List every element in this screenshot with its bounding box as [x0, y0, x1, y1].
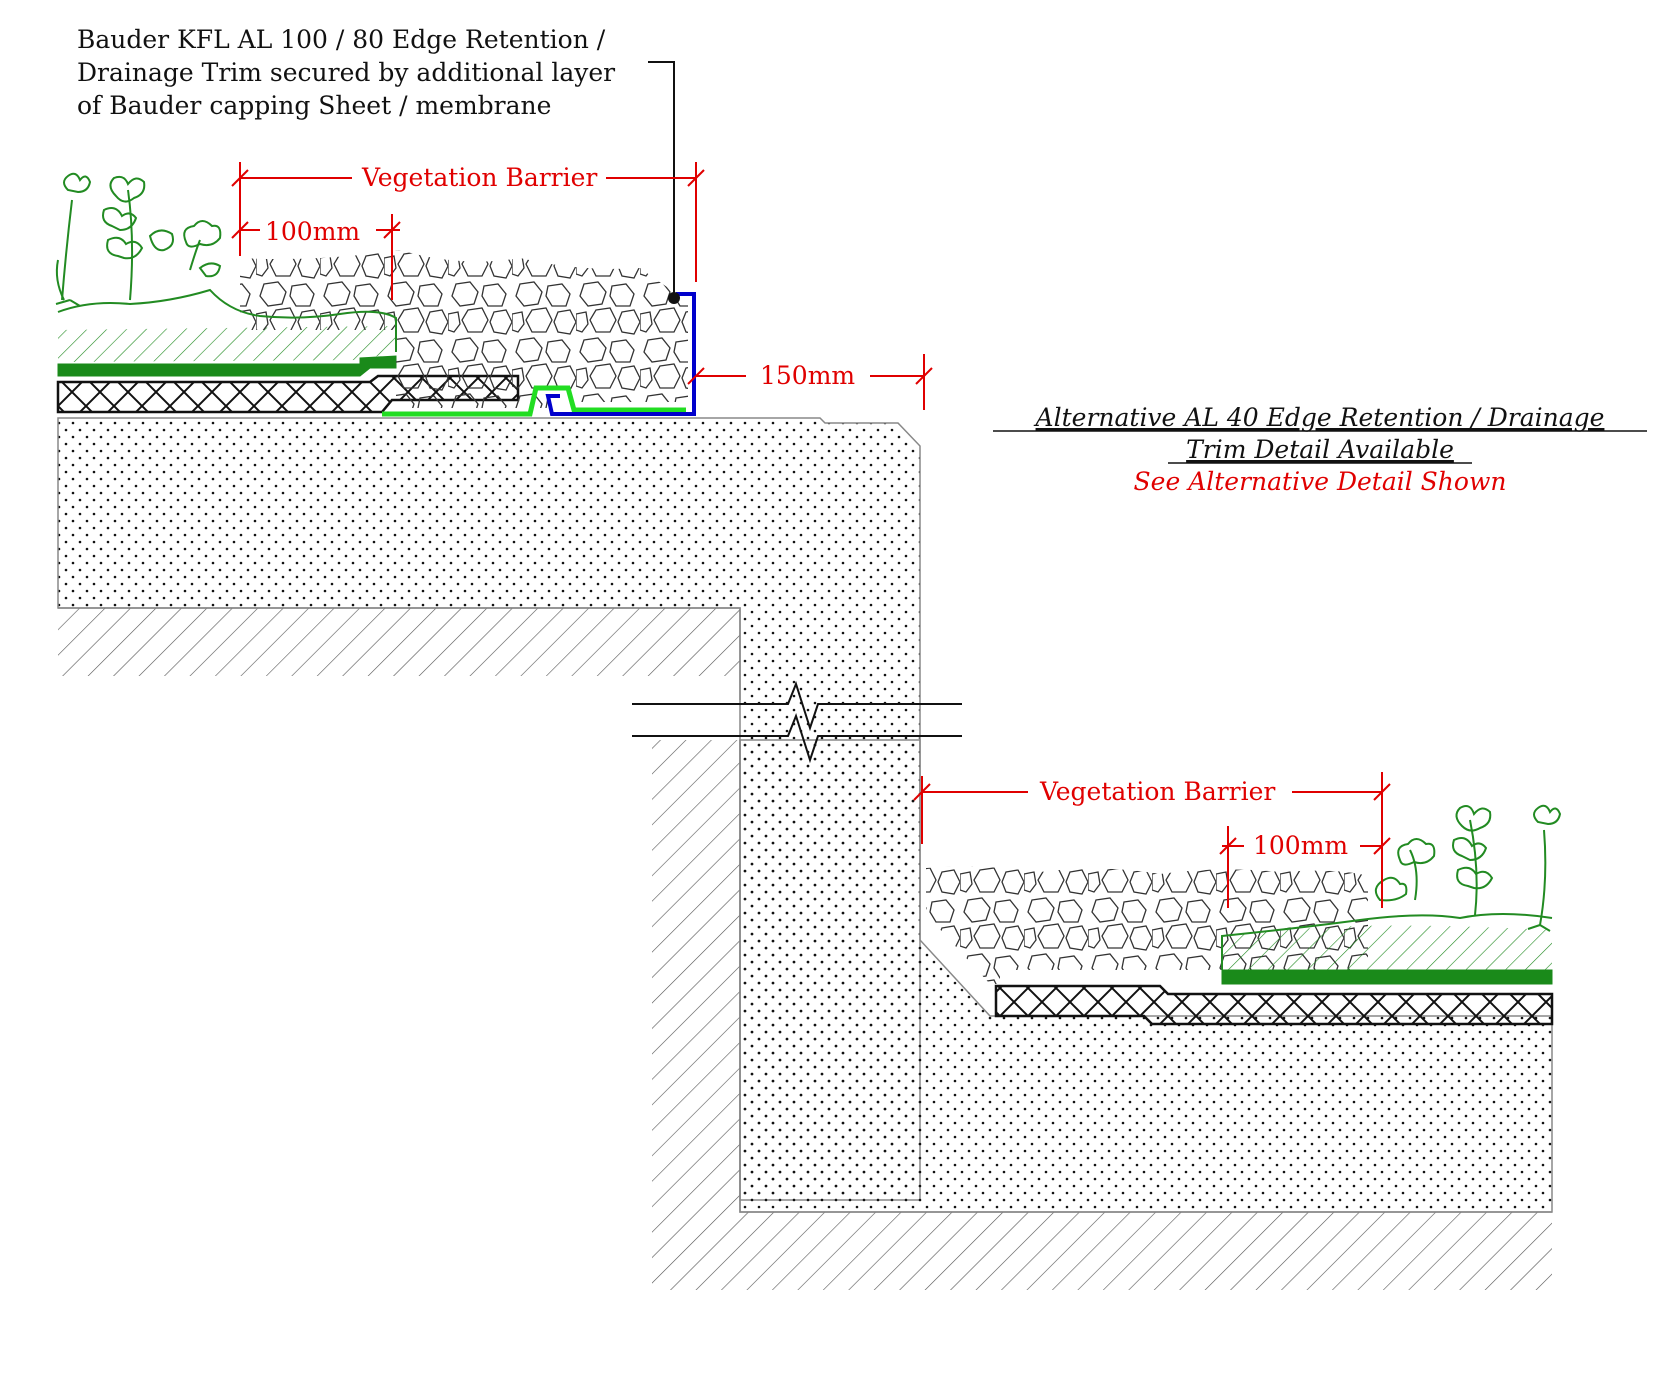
lower-substrate-hatch	[1222, 925, 1552, 970]
lower-100mm-label: 100mm	[1253, 831, 1348, 860]
callout-text: Bauder KFL AL 100 / 80 Edge Retention / …	[77, 25, 615, 120]
lower-wall-hatch	[652, 740, 740, 1212]
upper-slab-outline	[58, 607, 741, 700]
upper-vegetation-outline	[57, 288, 397, 352]
lower-green-layer	[1221, 969, 1553, 985]
lower-plants	[1374, 804, 1562, 932]
dimension-lines	[231, 162, 1391, 908]
upper-edge-trim	[545, 292, 696, 416]
alternative-note-line-3: See Alternative Detail Shown	[1134, 467, 1507, 496]
upper-100mm-label: 100mm	[265, 217, 360, 246]
upper-plants	[55, 172, 222, 307]
upper-green-roof-build-up	[56, 250, 696, 417]
alternative-note-line-2: Trim Detail Available	[1186, 435, 1454, 464]
callout-line-2: Drainage Trim secured by additional laye…	[77, 58, 615, 87]
alternative-note: Alternative AL 40 Edge Retention / Drain…	[993, 403, 1647, 496]
upper-concrete-deck	[58, 608, 740, 676]
upper-150mm-label: 150mm	[760, 361, 855, 390]
lower-base-hatch	[652, 1212, 1552, 1290]
lower-vegetation-barrier-label: Vegetation Barrier	[1039, 777, 1275, 806]
upper-substrate-hatch	[58, 326, 395, 362]
callout-leader	[648, 61, 680, 304]
callout-line-3: of Bauder capping Sheet / membrane	[77, 91, 551, 120]
lower-vegetation-outline	[1221, 913, 1553, 970]
upper-pebble-zone	[240, 250, 688, 408]
alternative-note-line-1: Alternative AL 40 Edge Retention / Drain…	[1034, 403, 1605, 432]
callout-line-1: Bauder KFL AL 100 / 80 Edge Retention /	[77, 25, 606, 54]
lower-structure	[652, 739, 1554, 1290]
lower-crosshatch-board	[994, 984, 1554, 1026]
lower-wall-outline	[739, 740, 1552, 1213]
upper-drainage-membrane	[382, 385, 686, 417]
upper-vegetation-barrier-label: Vegetation Barrier	[361, 163, 597, 192]
break-line-symbol	[632, 681, 962, 764]
